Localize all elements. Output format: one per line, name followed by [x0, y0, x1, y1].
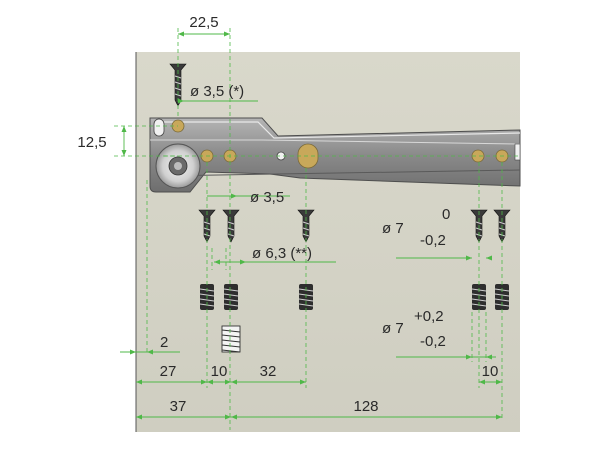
label-22-5: 22,5	[189, 14, 218, 31]
label-10-right: 10	[482, 363, 499, 380]
label-tol-upper-top: 0	[442, 206, 450, 223]
dim-dowel-lower: ø 7 +0,2 -0,2	[382, 308, 496, 362]
cabinet-panel	[136, 52, 520, 432]
label-128: 128	[353, 398, 378, 415]
front-slot-hole	[153, 118, 165, 137]
label-37: 37	[170, 398, 187, 415]
dim-hole-large: ø 6,3 (**)	[211, 245, 336, 270]
dim-hole-small-top: ø 3,5 (*)	[178, 83, 258, 104]
dowel-screw-2	[223, 284, 239, 310]
label-10-left: 10	[211, 363, 228, 380]
label-12-5: 12,5	[77, 134, 106, 151]
label-tol-lower-bottom: -0,2	[420, 333, 446, 350]
dim-row-27-10-32: 27 10 32	[136, 363, 306, 385]
label-dia-3-5-star: ø 3,5 (*)	[190, 83, 244, 100]
label-dia-3-5: ø 3,5	[250, 189, 284, 206]
dim-row-37-128: 37 128	[136, 398, 502, 420]
label-27: 27	[160, 363, 177, 380]
dim-hole-mid: ø 3,5	[164, 155, 520, 206]
dim-10-right: 10	[479, 363, 502, 385]
countersunk-screw-2	[222, 209, 240, 243]
threaded-insert	[221, 325, 241, 353]
label-tol-upper-bottom: -0,2	[420, 232, 446, 249]
dim-dowel-upper: ø 7 0 -0,2	[382, 206, 492, 261]
label-32: 32	[260, 363, 277, 380]
dim-top-spacing: 22,5	[177, 14, 231, 430]
dim-height-offset: 12,5	[77, 125, 178, 157]
dim-edge-gap: 2	[120, 334, 180, 355]
label-dia-6-3: ø 6,3 (**)	[252, 245, 312, 262]
label-2: 2	[160, 334, 168, 351]
label-dia-7-lower: ø 7	[382, 320, 404, 337]
label-dia-7-upper: ø 7	[382, 220, 404, 237]
label-tol-lower-top: +0,2	[414, 308, 444, 325]
